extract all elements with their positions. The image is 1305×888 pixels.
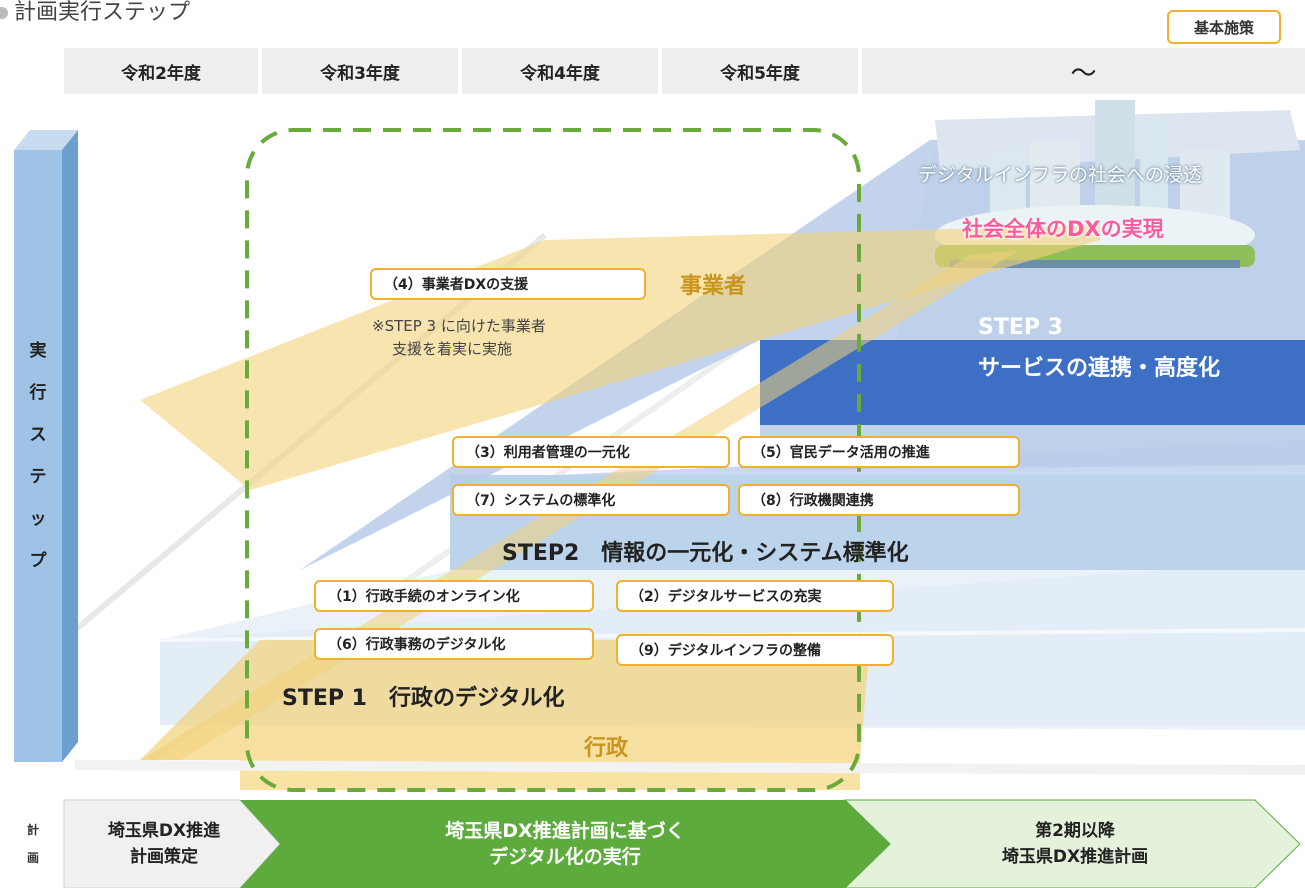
plan-stage3-text: 第2期以降 埼玉県DX推進計画 <box>890 818 1260 870</box>
plan-row-label: 計 画 <box>14 800 52 888</box>
business-note-line2: 支援を着実に実施 <box>392 340 513 358</box>
vertical-label-char: ッ <box>29 509 47 529</box>
step3-layer <box>760 340 1305 425</box>
vertical-bar-top <box>14 130 78 150</box>
year-header-r3: 令和3年度 <box>262 48 458 94</box>
plan-stage3-arrow <box>843 799 1301 888</box>
year-header-r5: 令和5年度 <box>662 48 858 94</box>
step2-item-system-standardization: （7）システムの標準化 <box>452 484 730 516</box>
step3-number: STEP 3 <box>978 315 1063 340</box>
vertical-label-char: 実 <box>29 341 47 361</box>
step1-title: STEP 1 行政のデジタル化 <box>282 686 565 711</box>
step1-item-office-digitalization: （6）行政事務のデジタル化 <box>314 628 594 660</box>
step3-title: サービスの連携・高度化 <box>978 356 1221 381</box>
vertical-label-char: 行 <box>29 383 47 403</box>
step2-item-agency-cooperation: （8）行政機関連携 <box>738 484 1020 516</box>
step2-item-user-management: （3）利用者管理の一元化 <box>452 436 730 468</box>
city-subtitle: デジタルインフラの社会への浸透 <box>918 164 1203 186</box>
plan-label-char: 画 <box>26 851 39 865</box>
plan-stage3-line1: 第2期以降 <box>1035 821 1115 841</box>
step1-item-online-procedures: （1）行政手続のオンライン化 <box>314 580 594 612</box>
plan-stage3-line2: 埼玉県DX推進計画 <box>1001 847 1149 867</box>
plan-stage1-line1: 埼玉県DX推進 <box>107 821 221 841</box>
business-label: 事業者 <box>680 274 747 299</box>
year-header-future: 〜 <box>862 48 1305 94</box>
plan-stage1-text: 埼玉県DX推進 計画策定 <box>64 818 264 870</box>
plan-label-char: 計 <box>26 823 39 837</box>
step2-title: STEP2 情報の一元化・システム標準化 <box>502 541 909 566</box>
step2-item-data-utilization: （5）官民データ活用の推進 <box>738 436 1020 468</box>
bullet-icon <box>0 7 8 19</box>
step1-item-digital-infrastructure: （9）デジタルインフラの整備 <box>616 634 894 666</box>
page-title-text: 計画実行ステップ <box>14 0 191 25</box>
vertical-bar-side <box>62 130 78 762</box>
government-label: 行政 <box>584 736 629 761</box>
plan-stage1-line2: 計画策定 <box>130 847 198 867</box>
business-note-line1: ※STEP 3 に向けた事業者 <box>372 317 546 335</box>
basic-policy-badge: 基本施策 <box>1167 10 1281 44</box>
dx-realization-headline: 社会全体のDXの実現 <box>962 217 1164 241</box>
plan-stage2-line1: 埼玉県DX推進計画に基づく <box>445 820 685 842</box>
execution-step-bar: 実 行 ス テ ッ プ <box>14 150 62 762</box>
page-title: 計画実行ステップ <box>0 0 190 26</box>
vertical-label-char: ス <box>29 425 47 445</box>
year-header-r4: 令和4年度 <box>462 48 658 94</box>
vertical-label-char: プ <box>29 551 47 571</box>
plan-stage2-text: 埼玉県DX推進計画に基づく デジタル化の実行 <box>280 818 850 870</box>
plan-stage2-line2: デジタル化の実行 <box>489 846 641 868</box>
plan-stage2-arrow <box>240 800 890 888</box>
year-header-r2: 令和2年度 <box>64 48 258 94</box>
step1-item-digital-services: （2）デジタルサービスの充実 <box>616 580 894 612</box>
business-dx-support-item: （4）事業者DXの支援 <box>370 268 646 300</box>
vertical-label-char: テ <box>29 467 47 487</box>
